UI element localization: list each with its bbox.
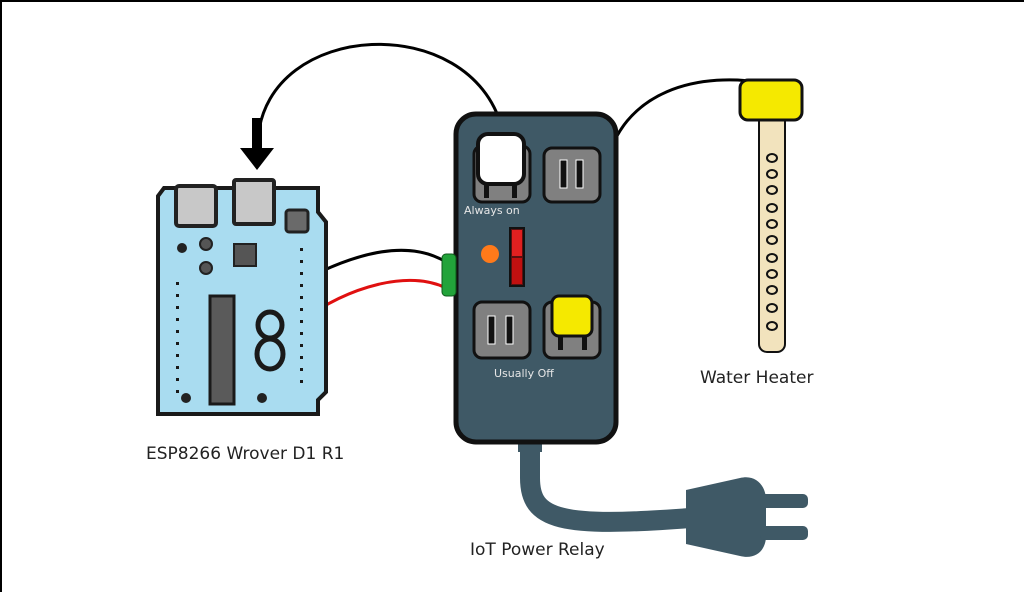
board-hole bbox=[177, 243, 187, 253]
reset-button bbox=[284, 208, 310, 234]
wire-board-to-always-on bbox=[256, 43, 504, 139]
power-cord bbox=[518, 430, 700, 532]
indicator-light bbox=[481, 245, 499, 263]
right-pin-header bbox=[300, 248, 303, 383]
outlet-empty-bottom bbox=[472, 300, 532, 360]
plug-icon bbox=[686, 477, 808, 557]
power-switch bbox=[509, 227, 525, 287]
heater-cap bbox=[738, 78, 804, 122]
water-heater bbox=[738, 78, 804, 353]
label-always-on: Always on bbox=[464, 204, 520, 217]
white-plug bbox=[476, 132, 526, 186]
left-pin-header bbox=[176, 282, 179, 393]
board-cap bbox=[199, 237, 213, 251]
voltage-regulator bbox=[233, 243, 257, 267]
usb-port bbox=[232, 178, 276, 226]
label-board: ESP8266 Wrover D1 R1 bbox=[146, 444, 345, 464]
board-hole bbox=[257, 393, 267, 403]
esp8266-board bbox=[156, 178, 328, 416]
yellow-plug bbox=[550, 294, 594, 338]
esp-chip bbox=[208, 294, 236, 406]
heater-holes bbox=[766, 153, 778, 331]
signal-connector bbox=[441, 253, 457, 297]
outlet-empty-top bbox=[542, 146, 602, 204]
label-heater: Water Heater bbox=[700, 368, 814, 388]
outlet-usually-off bbox=[542, 294, 602, 360]
label-relay: IoT Power Relay bbox=[470, 540, 605, 560]
board-hole bbox=[181, 393, 191, 403]
arrow-down-icon bbox=[240, 118, 274, 170]
heater-tube bbox=[758, 111, 786, 353]
board-cap bbox=[199, 261, 213, 275]
power-jack bbox=[174, 184, 218, 228]
outlet-always-on bbox=[472, 132, 532, 204]
arduino-infinity-logo bbox=[254, 309, 286, 372]
iot-power-relay bbox=[441, 111, 619, 445]
label-usually-off: Usually Off bbox=[494, 367, 554, 380]
